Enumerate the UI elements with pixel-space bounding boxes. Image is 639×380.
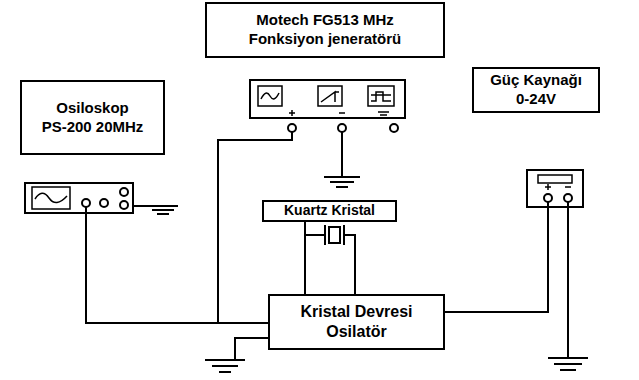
label-box: Kristal DevresiOsilatör	[268, 294, 445, 350]
power-supply-body	[527, 170, 583, 207]
ground-symbol	[548, 358, 588, 370]
oscilloscope-body	[25, 183, 133, 213]
power-display	[538, 175, 572, 183]
ground-wire	[567, 202, 569, 358]
box-label: Fonksiyon jeneratörü	[249, 30, 402, 49]
ground-wire	[133, 205, 148, 207]
terminal	[288, 124, 296, 132]
knob	[120, 188, 128, 196]
box-label: Osiloskop	[56, 99, 129, 118]
knob	[120, 201, 128, 209]
box-label: Motech FG513 MHz	[256, 11, 394, 30]
terminal	[544, 194, 552, 202]
label-box: Motech FG513 MHzFonksiyon jeneratörü	[205, 2, 445, 58]
box-label: PS-200 20MHz	[42, 118, 144, 137]
generator-body	[250, 80, 405, 118]
crystal-lead	[304, 222, 306, 294]
terminal	[100, 199, 108, 207]
crystal-plate	[325, 225, 344, 245]
generator-screen	[258, 86, 282, 106]
ground-wire	[235, 338, 268, 360]
crystal-symbol	[329, 227, 340, 243]
label-box: OsiloskopPS-200 20MHz	[20, 80, 165, 155]
box-label: Güç Kaynağı	[490, 71, 582, 90]
ground-symbol	[205, 360, 245, 372]
signal-wire	[86, 207, 218, 323]
box-label: 0-24V	[516, 90, 556, 109]
ground-wire	[341, 132, 343, 177]
box-label: Kuartz Kristal	[284, 202, 375, 220]
terminal	[390, 124, 398, 132]
terminal	[338, 124, 346, 132]
box-label: Kristal Devresi	[300, 302, 412, 322]
generator-screen	[368, 86, 394, 106]
label-box: Güç Kaynağı0-24V	[472, 67, 600, 113]
ground-symbol	[148, 206, 178, 214]
terminal	[564, 194, 572, 202]
box-label: Osilatör	[326, 322, 386, 342]
oscilloscope-screen	[32, 187, 70, 209]
ground-symbol	[324, 177, 360, 187]
terminal	[82, 199, 90, 207]
crystal-lead	[305, 234, 325, 236]
generator-screen	[318, 86, 342, 106]
crystal-lead	[344, 235, 355, 294]
supply-wire	[445, 202, 548, 312]
label-box: Kuartz Kristal	[262, 200, 397, 222]
